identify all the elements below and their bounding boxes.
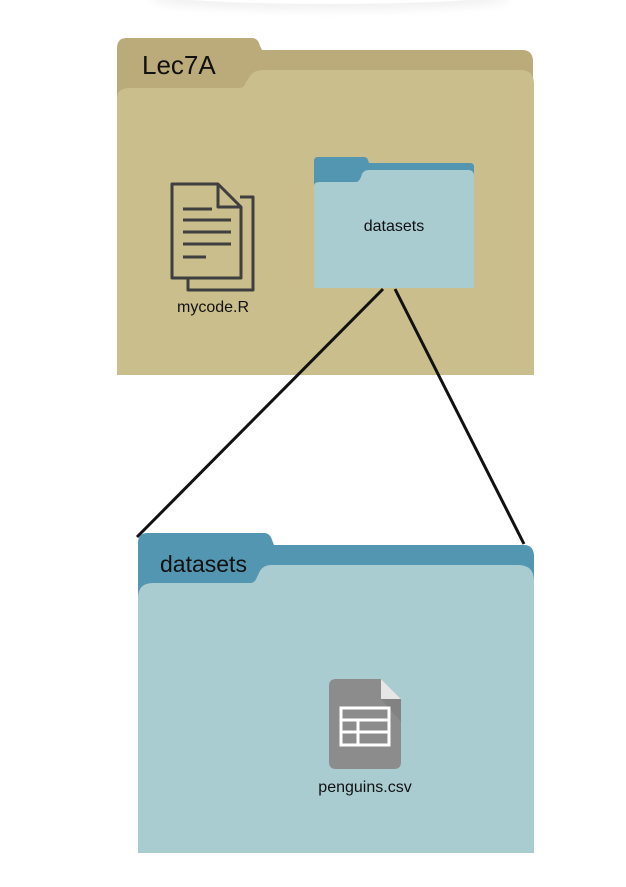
penguins-file-label: penguins.csv	[318, 779, 412, 796]
connector-line-left	[135, 287, 385, 539]
mycode-file-label: mycode.R	[176, 299, 250, 316]
spreadsheet-icon[interactable]	[329, 679, 401, 769]
lec7a-folder-title: Lec7A	[142, 50, 216, 80]
document-icon[interactable]	[170, 182, 255, 292]
connector-line-right	[393, 288, 526, 545]
datasets-expanded-folder-title: datasets	[160, 551, 247, 577]
datasets-subfolder[interactable]	[314, 157, 474, 288]
datasets-subfolder-front	[314, 170, 474, 288]
datasets-subfolder-label: datasets	[363, 218, 425, 235]
